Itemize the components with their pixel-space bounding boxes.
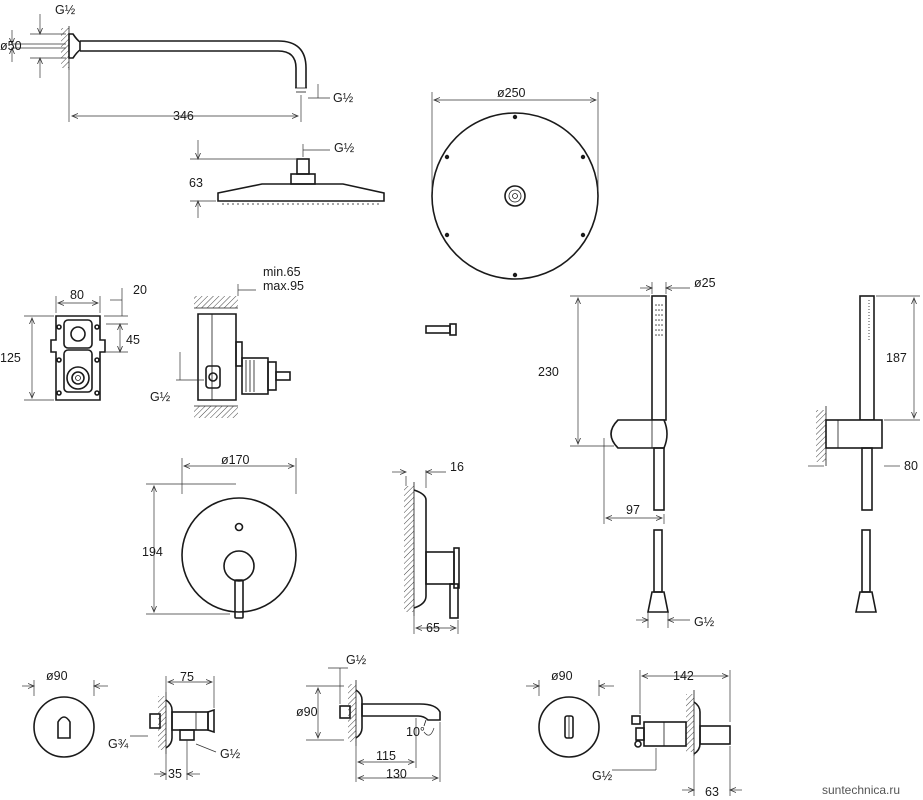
diverter-plate-diameter-label: ø90	[551, 669, 573, 683]
box-depth-max-label: max.95	[263, 279, 304, 293]
concealed-box-side-drawing: min.65 max.95 G½	[150, 265, 304, 418]
arm-pipe-top	[80, 40, 307, 88]
outlet-plate-diameter-label: ø90	[46, 669, 68, 683]
hand-shower-nozzles	[655, 304, 663, 336]
head-shower-top-drawing: ø250	[431, 86, 599, 280]
diverter-thread-label: G½	[592, 769, 613, 783]
spout-plate-diameter-label: ø90	[296, 705, 318, 719]
mixer-handle-base	[223, 550, 255, 582]
spout-angle-label: 10°	[406, 725, 425, 739]
outlet-thread-in-label: G¾	[108, 737, 129, 751]
head-screws	[444, 114, 586, 278]
mixer-side-lever	[449, 583, 459, 619]
hand-shower-diameter-label: ø25	[694, 276, 716, 290]
plate-height-label: 194	[142, 545, 163, 559]
mixer-projection-label: 65	[426, 621, 440, 635]
side-offset-label: 80	[904, 459, 918, 473]
outlet-port-spacing-label: 35	[168, 767, 182, 781]
arm-flange	[68, 33, 81, 59]
outlet-length-label: 75	[180, 670, 194, 684]
head-diameter-label: ø250	[497, 86, 526, 100]
arm-flange-diameter-label: ø50	[0, 39, 22, 53]
spout-length-b-label: 130	[386, 767, 407, 781]
diverter-drawing: ø90 142 G½ 63	[526, 669, 742, 799]
side-length-label: 187	[886, 351, 907, 365]
diverter-length-label: 142	[673, 669, 694, 683]
box-depth-min-label: min.65	[263, 265, 301, 279]
head-center-nut	[504, 185, 526, 207]
mixer-side-body	[425, 551, 455, 585]
side-hose-segment	[861, 529, 871, 593]
plate-diameter-label: ø170	[221, 453, 250, 467]
outlet-plate-front	[33, 696, 95, 758]
shower-arm-drawing: G½ ø50 346 G½	[0, 3, 354, 123]
head-height-label: 63	[189, 176, 203, 190]
hose-segment	[653, 529, 663, 593]
box-port-spacing-label: 45	[126, 333, 140, 347]
head-ball-joint	[290, 173, 316, 185]
box-outline	[50, 315, 106, 401]
mixer-plate	[181, 497, 297, 613]
mixer-wall-depth-label: 16	[450, 460, 464, 474]
hose-thread-label: G½	[694, 615, 715, 629]
mixer-lever	[234, 579, 244, 619]
bath-spout-drawing: G½ ø90 10° 115 130	[296, 653, 441, 782]
diverter-spindle	[699, 725, 731, 745]
outlet-thread-out-label: G½	[220, 747, 241, 761]
head-shower-side-drawing: 63 G½	[189, 140, 385, 218]
side-hand-shower-head	[859, 295, 875, 421]
outlet-body	[171, 711, 209, 731]
outlet-side-plate	[165, 699, 173, 749]
hand-shower-handle	[653, 447, 665, 511]
diverter-side-plate	[693, 701, 701, 755]
hand-shower-holder-depth-label: 97	[626, 503, 640, 517]
arm-length-label: 346	[173, 109, 194, 123]
head-disc	[431, 112, 599, 280]
side-holder	[825, 419, 883, 449]
box-height-label: 125	[0, 351, 21, 365]
box-offset-label: 20	[133, 283, 147, 297]
hand-shower-holder	[610, 419, 668, 449]
diverter-button	[234, 522, 244, 532]
spout-length-a-label: 115	[376, 749, 396, 763]
outlet-inlet	[149, 713, 161, 729]
outlet-hose-connector	[179, 729, 195, 741]
diverter-plate-front	[538, 696, 600, 758]
side-handle	[861, 447, 873, 511]
hand-shower-length-label: 230	[538, 365, 559, 379]
hand-shower-front-drawing: ø25 230 97 G½	[538, 276, 716, 629]
diverter-depth-label: 63	[705, 785, 719, 799]
diverter-body	[643, 721, 687, 747]
arm-pipe-bottom	[80, 50, 297, 88]
head-inlet	[296, 158, 310, 175]
box-width-label: 80	[70, 288, 84, 302]
hand-shower-side-drawing: 187 80	[808, 295, 920, 613]
arm-thread-label: G½	[55, 3, 76, 17]
spout-body	[361, 703, 441, 721]
watermark: suntechnica.ru	[822, 783, 900, 797]
box-side-body	[197, 313, 237, 401]
wall-outlet-drawing: ø90 75 G¾ G½ 35	[22, 669, 241, 781]
spout-thread-label: G½	[346, 653, 367, 667]
head-inlet-thread-label: G½	[334, 141, 355, 155]
mixer-plate-front-drawing: ø170 194	[142, 453, 297, 619]
spout-plate	[355, 689, 363, 739]
mixer-side-plate	[413, 489, 427, 609]
box-thread-label: G½	[150, 390, 171, 404]
arm-outlet-thread-label: G½	[333, 91, 354, 105]
hose-nut	[647, 591, 669, 613]
head-body	[217, 183, 385, 202]
mixer-side-drawing: 16 65	[392, 323, 464, 635]
concealed-box-front-drawing: 80 20 45 125	[0, 283, 147, 401]
